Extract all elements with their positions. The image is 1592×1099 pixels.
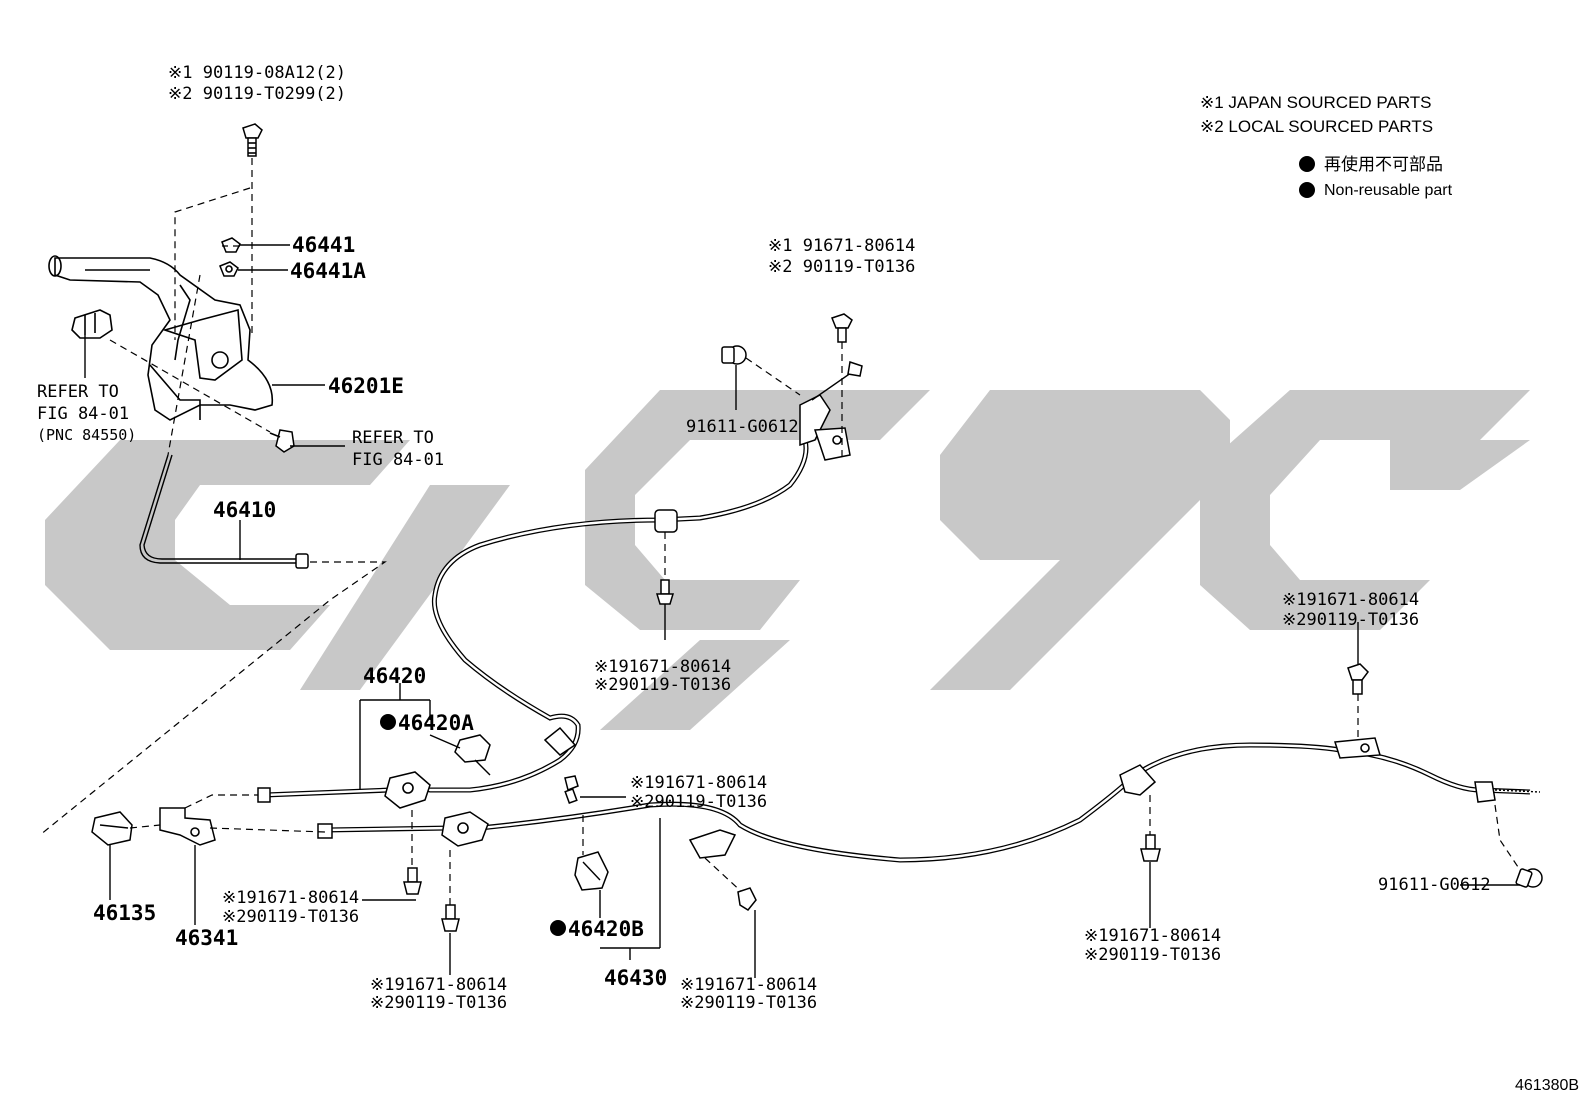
clip-46420A xyxy=(454,734,491,776)
label-refer2-line1: REFER TO xyxy=(352,428,434,448)
figure-code: 461380B xyxy=(1515,1077,1579,1094)
label-bolt-b1-1: ※191671-80614 xyxy=(680,975,817,995)
label-refer2-line2: FIG 84-01 xyxy=(352,450,444,470)
bracket-46341 xyxy=(159,807,216,846)
label-bolt-mid-1: ※1 91671-80614 xyxy=(768,236,915,256)
guide-lines-brackets xyxy=(129,794,326,833)
nonreusable-marker-46420A xyxy=(380,714,396,730)
front-cable-46410 xyxy=(39,454,387,836)
label-bolt-l1-1: ※191671-80614 xyxy=(222,888,359,908)
rear-cable-46420 xyxy=(257,361,863,809)
label-bolt-l1-2: ※290119-T0136 xyxy=(222,907,359,927)
label-bolt-c2-2: ※290119-T0136 xyxy=(630,792,767,812)
label-91611-top: 91611-G0612 xyxy=(686,417,799,437)
label-46441A: 46441A xyxy=(290,259,366,283)
label-refer1-line1: REFER TO xyxy=(37,382,119,402)
bolt-icons xyxy=(403,313,1543,932)
label-bolt-top-2: ※2 90119-T0299(2) xyxy=(168,84,346,104)
parking-brake-lever-46201E xyxy=(48,255,274,421)
bracket-46135 xyxy=(91,811,133,846)
label-bolt-b2-1: ※191671-80614 xyxy=(1084,926,1221,946)
label-46201E: 46201E xyxy=(328,374,404,398)
label-bolt-r1-2: ※290119-T0136 xyxy=(1282,610,1419,630)
nonreusable-marker-46420B xyxy=(550,920,566,936)
nut-46441 xyxy=(221,237,241,253)
label-bolt-l2-1: ※191671-80614 xyxy=(370,975,507,995)
label-bolt-b1-2: ※290119-T0136 xyxy=(680,993,817,1013)
label-bolt-mid-2: ※2 90119-T0136 xyxy=(768,257,915,277)
label-bolt-c1-2: ※290119-T0136 xyxy=(594,675,731,695)
nonreusable-bullet-icon-1 xyxy=(1299,156,1315,172)
bracket-refer-84550 xyxy=(71,309,113,339)
watermark xyxy=(45,390,1530,730)
label-refer1-line3: (PNC 84550) xyxy=(37,426,136,444)
legend-nonreusable-jp: 再使用不可部品 xyxy=(1324,154,1443,174)
label-bolt-l2-2: ※290119-T0136 xyxy=(370,993,507,1013)
label-91611-right: 91611-G0612 xyxy=(1378,875,1491,895)
leader-lines xyxy=(84,244,1520,978)
legend: ※1 JAPAN SOURCED PARTS ※2 LOCAL SOURCED … xyxy=(1200,93,1453,199)
label-46430: 46430 xyxy=(604,966,667,990)
label-bolt-b2-2: ※290119-T0136 xyxy=(1084,945,1221,965)
label-bolt-r1-1: ※191671-80614 xyxy=(1282,590,1419,610)
legend-nonreusable-en: Non-reusable part xyxy=(1324,182,1453,199)
legend-note-2: ※2 LOCAL SOURCED PARTS xyxy=(1200,117,1433,136)
label-46441: 46441 xyxy=(292,233,355,257)
label-46135: 46135 xyxy=(93,901,156,925)
label-bolt-c2-1: ※191671-80614 xyxy=(630,773,767,793)
bolt-refer-84-01 xyxy=(269,429,295,453)
rear-cable-46430 xyxy=(317,737,1541,863)
label-bolt-c1-1: ※191671-80614 xyxy=(594,657,731,677)
label-46420: 46420 xyxy=(363,664,426,688)
label-46341: 46341 xyxy=(175,926,238,950)
label-46420B: 46420B xyxy=(568,917,644,941)
nut-46441A xyxy=(219,261,239,277)
label-bolt-top-1: ※1 90119-08A12(2) xyxy=(168,63,346,83)
label-46420A: 46420A xyxy=(398,711,474,735)
legend-note-1: ※1 JAPAN SOURCED PARTS xyxy=(1200,93,1432,112)
clip-46420B xyxy=(574,851,609,891)
bolt-top xyxy=(242,123,263,157)
guide-lines-lever xyxy=(109,158,271,456)
nonreusable-bullet-icon-2 xyxy=(1299,182,1315,198)
label-46410: 46410 xyxy=(213,498,276,522)
label-refer1-line2: FIG 84-01 xyxy=(37,404,129,424)
